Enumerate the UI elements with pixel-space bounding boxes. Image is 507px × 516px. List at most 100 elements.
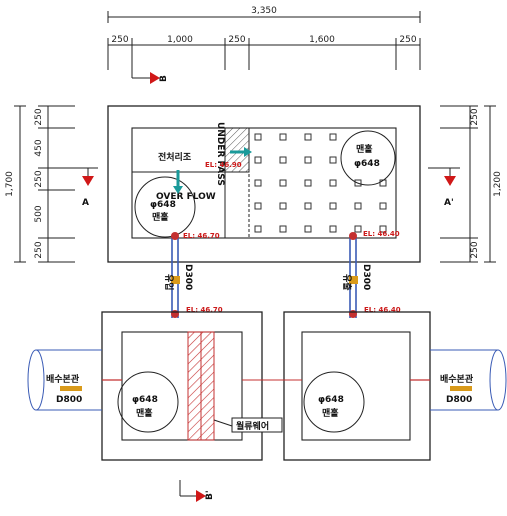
manhole-right-label: 맨홀 <box>356 143 373 155</box>
dim-right-1: 250 <box>470 108 480 125</box>
dim-left-3: 250 <box>34 170 44 187</box>
dim-part-3: 250 <box>228 35 245 45</box>
lower-right-chamber: φ648 맨홀 <box>283 311 431 461</box>
support-square <box>379 225 387 233</box>
support-grid <box>254 133 387 233</box>
overflow-label: OVER FLOW <box>156 192 216 202</box>
support-square <box>354 202 362 210</box>
manhole-right-dia: φ648 <box>354 159 380 169</box>
upper-tank: UNDER PASS φ648 맨홀 맨홀 φ648 전처리조 EL: 46.9… <box>107 105 421 263</box>
main-drain-pipes: 배수본관 D800 배수본관 D800 <box>27 349 507 411</box>
manhole-right-circle <box>340 130 396 186</box>
manhole-lower-right-label: 맨홀 <box>322 407 339 419</box>
weir-label: 월류웨어 <box>236 420 269 432</box>
manhole-lower-left-dia: φ648 <box>132 395 158 405</box>
section-a-prime-label: A' <box>444 198 454 208</box>
support-square <box>279 156 287 164</box>
arrow-down-icon <box>444 176 456 186</box>
manhole-lower-right-circle <box>303 371 365 433</box>
support-square <box>304 133 312 141</box>
dim-total-width: 3,350 <box>251 6 277 16</box>
pipe-tag-icon <box>171 276 180 284</box>
section-b-label: B <box>159 75 169 82</box>
support-square <box>279 202 287 210</box>
dim-right-2: 250 <box>470 241 480 258</box>
support-square <box>329 202 337 210</box>
support-square <box>329 225 337 233</box>
dim-left-1: 250 <box>34 108 44 125</box>
el-pretreatment: EL: 46.90 <box>205 161 242 169</box>
pipe-right-label: 유출 <box>341 274 353 291</box>
left-dimensions: 1,700 250 450 250 500 250 <box>5 105 75 263</box>
support-square <box>254 133 262 141</box>
el-pipe-left: EL: 46.70 <box>186 306 223 314</box>
manhole-lower-right-dia: φ648 <box>318 395 344 405</box>
manhole-lower-left-label: 맨홀 <box>136 407 153 419</box>
drain-left-label: 배수본관 <box>46 373 80 385</box>
dim-left-2: 450 <box>34 139 44 156</box>
pipe-tag-icon <box>450 386 472 391</box>
dim-part-4: 1,600 <box>309 35 335 45</box>
el-upper-left-bottom: EL: 46.70 <box>183 232 220 240</box>
support-square <box>279 133 287 141</box>
support-square <box>379 202 387 210</box>
pipe-right-size: D300 <box>361 264 371 290</box>
top-dimensions: 3,350 250 1,000 250 1,600 250 <box>107 6 421 70</box>
support-square <box>279 179 287 187</box>
drain-right-size: D800 <box>446 395 472 405</box>
pretreatment-label: 전처리조 <box>158 151 192 163</box>
dim-right-total: 1,200 <box>493 171 503 197</box>
support-square <box>254 225 262 233</box>
arrow-down-icon <box>82 176 94 186</box>
support-square <box>254 202 262 210</box>
support-square <box>304 156 312 164</box>
support-square <box>304 202 312 210</box>
pipe-node-icon <box>171 310 179 318</box>
support-square <box>329 179 337 187</box>
pipe-node-icon <box>349 232 357 240</box>
section-a-label: A <box>82 198 89 208</box>
support-square <box>279 225 287 233</box>
dim-total-height: 1,700 <box>5 171 15 197</box>
support-square <box>329 133 337 141</box>
lower-left-chamber: φ648 맨홀 월류웨어 <box>101 311 283 461</box>
manhole-left-label: 맨홀 <box>152 211 169 223</box>
pipe-node-icon <box>171 232 179 240</box>
section-b-prime-label: B' <box>205 490 215 500</box>
connecting-pipes: 유입 D300 유출 D300 EL: 46.70 EL: 46.40 <box>163 232 401 318</box>
support-square <box>354 179 362 187</box>
section-mark-b-top: B <box>131 70 169 84</box>
arrow-right-icon <box>150 72 160 84</box>
manhole-left-dia: φ648 <box>150 200 176 210</box>
support-square <box>254 179 262 187</box>
pipe-tag-icon <box>349 276 358 284</box>
arrow-right-icon <box>196 490 206 502</box>
pipe-node-icon <box>349 310 357 318</box>
right-dimensions: 1,200 250 250 <box>440 105 503 263</box>
el-upper-right-bottom: EL: 46.40 <box>363 230 400 238</box>
pipe-left-size: D300 <box>183 264 193 290</box>
section-mark-a-left: A <box>75 167 98 208</box>
dim-part-1: 250 <box>111 35 128 45</box>
section-mark-a-right: A' <box>428 167 460 208</box>
dim-part-2: 1,000 <box>167 35 193 45</box>
support-square <box>354 225 362 233</box>
support-square <box>329 156 337 164</box>
flow-arrow-icon <box>173 186 183 194</box>
support-square <box>304 225 312 233</box>
pipe-left-label: 유입 <box>163 274 175 291</box>
manhole-lower-left-circle <box>117 371 179 433</box>
el-pipe-right: EL: 46.40 <box>364 306 401 314</box>
underpass-label: UNDER PASS <box>215 122 225 186</box>
support-square <box>254 156 262 164</box>
section-mark-b-bottom: B' <box>179 480 215 502</box>
pipe-tag-icon <box>60 386 82 391</box>
dim-left-5: 250 <box>34 241 44 258</box>
dim-part-5: 250 <box>399 35 416 45</box>
manhole-left-circle <box>134 176 196 238</box>
support-square <box>304 179 312 187</box>
dim-left-4: 500 <box>34 205 44 222</box>
flow-arrow-icon <box>244 147 252 157</box>
drain-right-label: 배수본관 <box>440 373 474 385</box>
